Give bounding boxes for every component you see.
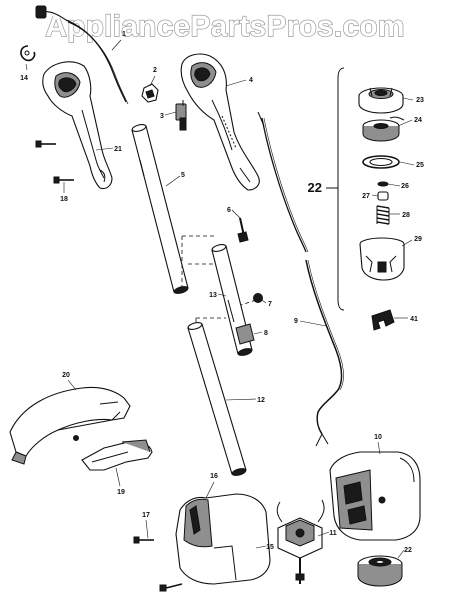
part-14-clip[interactable] <box>20 45 36 62</box>
part-6-bolt[interactable] <box>237 217 249 243</box>
part-9-shaft-wire[interactable] <box>305 259 344 447</box>
label-part-15: 15 <box>266 544 274 551</box>
label-part-17: 17 <box>142 512 150 519</box>
label-part-13: 13 <box>209 292 217 299</box>
part-labels: 14 1 2 3 4 5 6 7 8 9 10 11 12 13 15 16 1… <box>20 31 424 554</box>
label-part-29: 29 <box>414 236 422 243</box>
label-part-4: 4 <box>249 77 253 84</box>
label-part-26: 26 <box>401 183 409 190</box>
part-23-spool-cover[interactable] <box>358 87 404 114</box>
part-28-spring[interactable] <box>376 205 390 225</box>
screw-part-21[interactable] <box>35 140 56 148</box>
label-part-9: 9 <box>294 318 298 325</box>
label-part-8: 8 <box>264 330 268 337</box>
label-part-6: 6 <box>227 207 231 214</box>
label-part-21: 21 <box>114 146 122 153</box>
part-21-handle-half[interactable] <box>42 61 113 190</box>
label-part-7: 7 <box>268 301 272 308</box>
part-11-motor[interactable] <box>276 499 325 584</box>
part-17-screw[interactable] <box>133 536 154 544</box>
label-part-5: 5 <box>181 172 185 179</box>
part-3-actuator[interactable] <box>175 100 187 131</box>
internal-wire[interactable] <box>257 111 309 253</box>
label-group-22: 22 <box>308 180 322 195</box>
part-19-guard-bracket[interactable] <box>81 439 153 471</box>
screw-bottom[interactable] <box>159 583 183 592</box>
label-part-10: 10 <box>374 434 382 441</box>
label-part-19: 19 <box>117 489 125 496</box>
label-part-22: 22 <box>404 547 412 554</box>
label-part-2: 2 <box>153 67 157 74</box>
part-4-handle-half[interactable] <box>180 53 260 191</box>
part-1-power-cord[interactable] <box>35 5 129 105</box>
part-20-guard[interactable] <box>9 386 131 465</box>
label-part-3: 3 <box>160 113 164 120</box>
part-10-head-housing[interactable] <box>329 451 421 541</box>
leader-lines <box>25 39 415 559</box>
label-part-27: 27 <box>362 193 370 200</box>
part-27-bushing[interactable] <box>377 191 389 201</box>
label-part-18: 18 <box>60 196 68 203</box>
label-part-16: 16 <box>210 473 218 480</box>
watermark-text: AppliancePartsPros.com <box>45 10 405 43</box>
part-29-spool-housing[interactable] <box>359 237 405 281</box>
label-part-28: 28 <box>402 212 410 219</box>
part-24-spool[interactable] <box>362 116 405 142</box>
part-5-upper-tube[interactable] <box>131 123 189 294</box>
label-part-1: 1 <box>122 31 126 38</box>
part-7-nut[interactable] <box>253 293 263 303</box>
part-22-spool-assembly[interactable] <box>357 555 403 587</box>
part-8-collar[interactable] <box>235 323 255 345</box>
part-12-lower-tube[interactable] <box>187 321 247 476</box>
label-part-41: 41 <box>410 316 418 323</box>
label-part-12: 12 <box>257 397 265 404</box>
part-18-screw[interactable] <box>53 176 74 184</box>
group-22-bracket <box>326 67 345 311</box>
label-part-14: 14 <box>20 75 28 82</box>
part-41-bracket[interactable] <box>371 309 395 331</box>
label-part-23: 23 <box>416 97 424 104</box>
part-2-switch[interactable] <box>141 83 159 103</box>
part-15-motor-housing[interactable] <box>175 493 271 585</box>
part-25-washer[interactable] <box>362 155 400 169</box>
label-part-25: 25 <box>416 162 424 169</box>
label-part-24: 24 <box>414 117 422 124</box>
label-part-20: 20 <box>62 372 70 379</box>
part-26-small-washer[interactable] <box>377 181 389 187</box>
label-part-11: 11 <box>329 530 337 537</box>
